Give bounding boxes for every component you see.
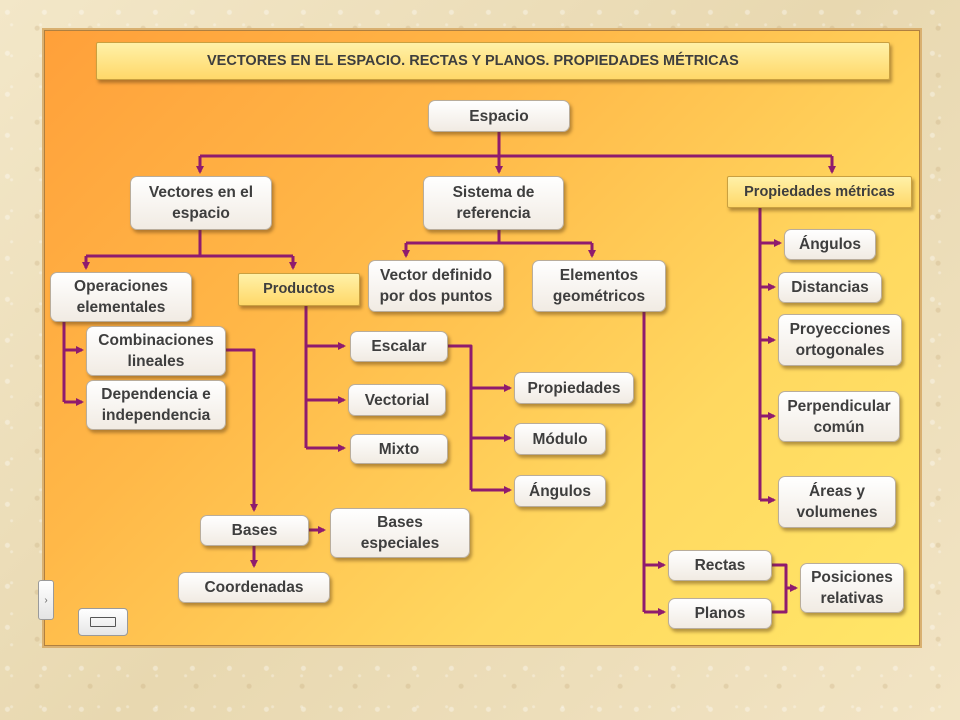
node-productos[interactable]: Productos <box>238 273 360 306</box>
node-rectas-label: Rectas <box>694 557 746 574</box>
node-angulos-label: Ángulos <box>799 236 861 253</box>
node-bases[interactable]: Bases <box>200 515 309 546</box>
keyboard-button[interactable] <box>78 608 128 636</box>
node-propiedades-label: Propiedades <box>527 379 621 397</box>
node-vectorial[interactable]: Vectorial <box>348 384 446 416</box>
node-mixto[interactable]: Mixto <box>350 434 448 464</box>
node-angulos[interactable]: Ángulos <box>784 229 876 260</box>
node-espacio[interactable]: Espacio <box>428 100 570 132</box>
chevron-right-icon: › <box>44 594 48 606</box>
node-coordenadas[interactable]: Coordenadas <box>178 572 330 603</box>
node-rectas[interactable]: Rectas <box>668 550 772 581</box>
node-productos-label: Productos <box>263 281 335 297</box>
node-espacio-label: Espacio <box>469 107 529 125</box>
node-distancias[interactable]: Distancias <box>778 272 882 303</box>
node-vectorial-label: Vectorial <box>364 391 430 409</box>
node-angulos-producto[interactable]: Ángulos <box>514 475 606 507</box>
side-expand-tab[interactable]: › <box>38 580 54 620</box>
node-bases-label: Bases <box>231 522 278 539</box>
node-planos[interactable]: Planos <box>668 598 772 629</box>
node-angulos-producto-label: Ángulos <box>529 482 591 500</box>
node-planos-label: Planos <box>694 605 746 622</box>
node-escalar-label: Escalar <box>371 338 427 355</box>
node-coordenadas-label: Coordenadas <box>204 579 304 596</box>
node-escalar[interactable]: Escalar <box>350 331 448 362</box>
node-modulo-label: Módulo <box>532 430 588 448</box>
diagram-title: VECTORES EN EL ESPACIO. RECTAS Y PLANOS.… <box>96 42 890 80</box>
node-propiedades-metricas-label: Propiedades métricas <box>744 183 895 200</box>
node-propiedades-metricas[interactable]: Propiedades métricas <box>727 176 912 208</box>
diagram-title-text: VECTORES EN EL ESPACIO. RECTAS Y PLANOS.… <box>207 52 739 69</box>
keyboard-icon <box>90 617 116 627</box>
node-distancias-label: Distancias <box>791 279 869 296</box>
node-propiedades[interactable]: Propiedades <box>514 372 634 404</box>
node-mixto-label: Mixto <box>378 440 420 458</box>
node-modulo[interactable]: Módulo <box>514 423 606 455</box>
